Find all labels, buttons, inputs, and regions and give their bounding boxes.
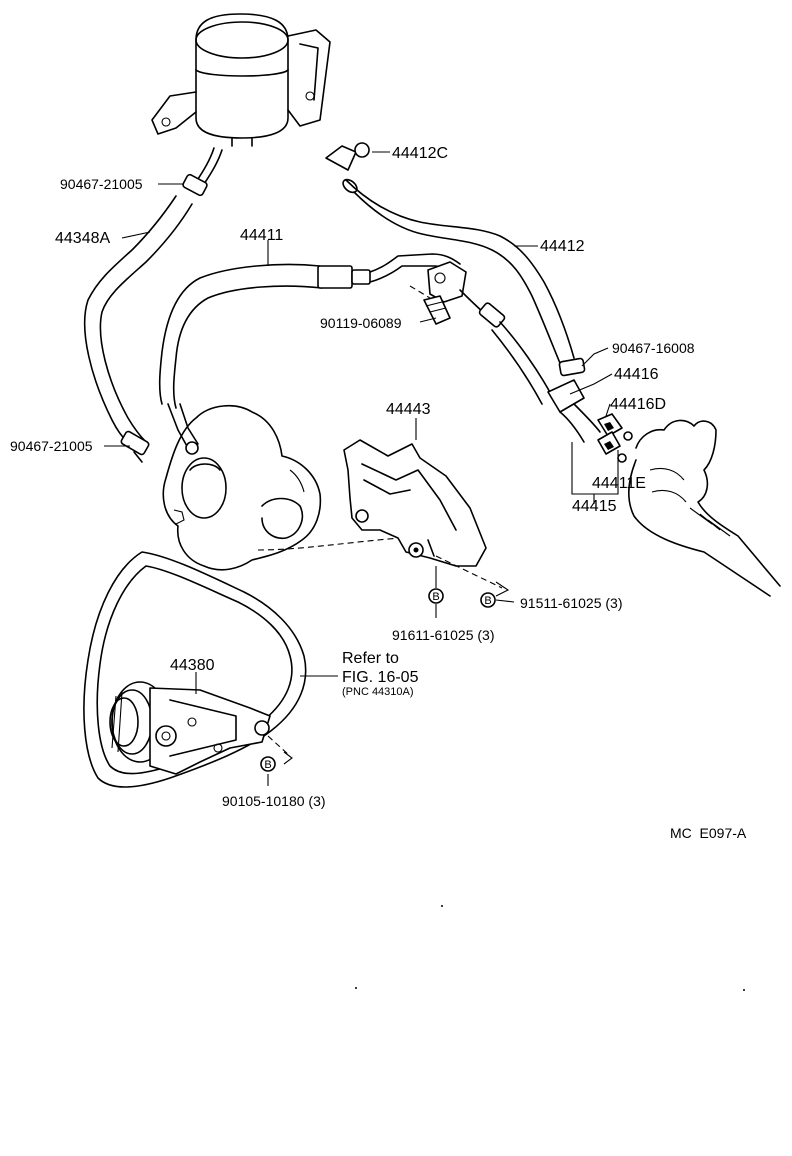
scan-specks: [355, 905, 745, 991]
diagram-id: MC E097-A: [670, 825, 747, 841]
leader-lines: [104, 151, 619, 786]
pump-body: [162, 404, 401, 571]
rack-fittings: [597, 413, 633, 463]
return-hose-44348A: [83, 147, 223, 463]
callout-44412: 44412: [540, 238, 585, 255]
callout-44412C: 44412C: [392, 145, 448, 162]
bolt-marker-label: B: [484, 595, 491, 607]
callout-44443: 44443: [386, 401, 431, 418]
callout-90467-21005-top: 90467-21005: [60, 176, 143, 192]
callout-44415: 44415: [572, 498, 617, 515]
callout-90105-10180: 90105-10180 (3): [222, 793, 326, 809]
callout-44411E: 44411E: [592, 475, 646, 492]
callout-44416D: 44416D: [610, 396, 666, 413]
steering-rack: [628, 419, 781, 597]
reference-line-3: (PNC 44310A): [342, 686, 414, 698]
bolt-marker-pulley: B: [260, 756, 276, 772]
bolt-marker-label: B: [264, 759, 271, 771]
reference-line-1: Refer to: [342, 650, 399, 667]
union-block: [427, 261, 601, 443]
bolt-marker-bracket: B: [428, 588, 444, 604]
bracket-44443: [343, 439, 510, 597]
reservoir-tank: [151, 13, 331, 147]
reference-note: Refer to FIG. 16-05 (PNC 44310A): [342, 650, 419, 698]
callout-44348A: 44348A: [55, 230, 110, 247]
pump-pulley-44380: [109, 681, 293, 775]
pressure-hose-44412: [325, 142, 586, 377]
callout-90467-16008: 90467-16008: [612, 340, 695, 356]
callout-90119-06089: 90119-06089: [320, 315, 402, 331]
callout-44416: 44416: [614, 366, 659, 383]
bolt-90119-06089: [409, 285, 451, 325]
callout-91611-61025: 91611-61025 (3): [392, 627, 494, 643]
callout-90467-21005-bottom: 90467-21005: [10, 438, 93, 454]
pressure-line-44411: [158, 253, 461, 455]
callout-44411: 44411: [240, 227, 283, 244]
callout-91511-61025: 91511-61025 (3): [520, 595, 622, 611]
callouts: 44412C 90467-21005 44348A 44411 44412 90…: [10, 145, 695, 809]
reference-line-2: FIG. 16-05: [342, 669, 419, 686]
callout-44380: 44380: [170, 657, 215, 674]
bolt-marker-label: B: [432, 591, 439, 603]
bolt-marker-right: B: [480, 592, 496, 608]
